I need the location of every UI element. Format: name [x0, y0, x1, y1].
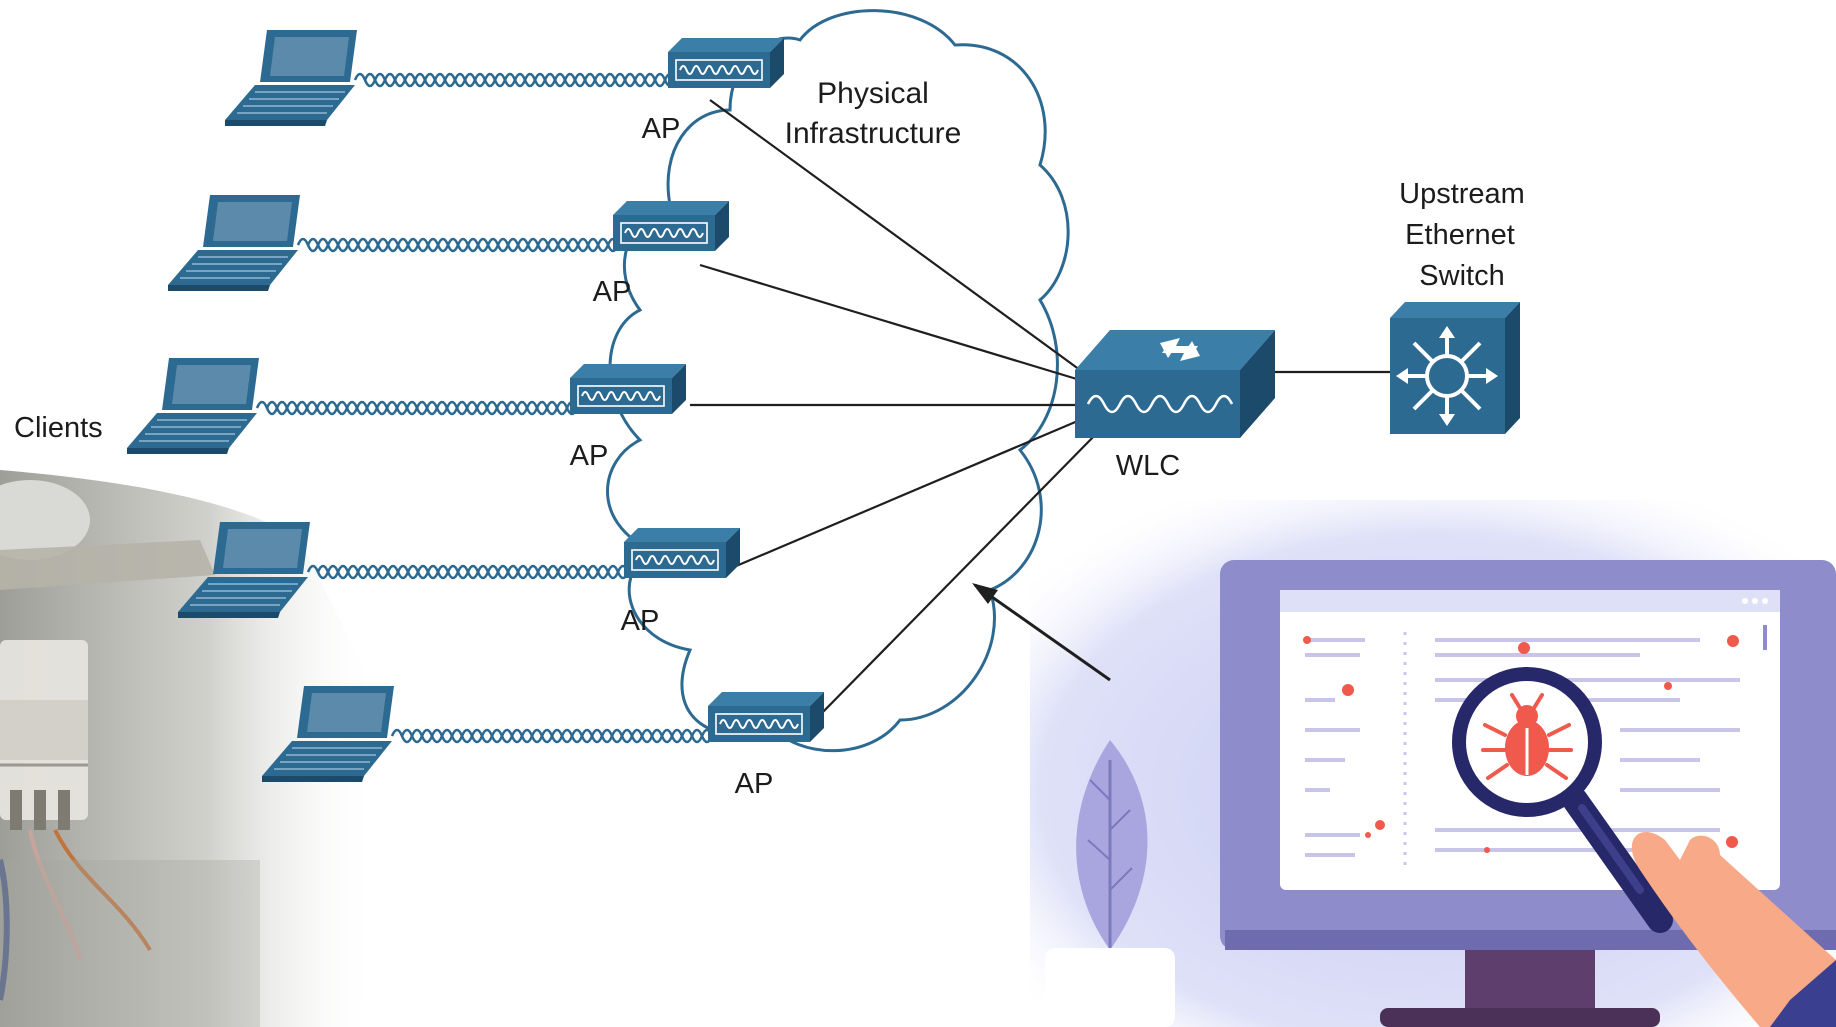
wireless-link-icon: [353, 72, 677, 88]
wlc-label: WLC: [1116, 450, 1180, 482]
pointer-arrow-line: [974, 583, 1111, 682]
wlc-device: [1075, 330, 1275, 438]
ap-label: AP: [593, 276, 632, 308]
access-point-icon: [708, 692, 824, 742]
hardware-photo: [0, 470, 380, 1027]
wlc-wave-icon: [1086, 394, 1234, 414]
cloud-label-line1: Physical: [817, 77, 929, 110]
wire-ap4-wlc: [714, 418, 1081, 577]
laptop-icon: [262, 686, 394, 782]
ap-label: AP: [621, 605, 660, 637]
access-point-icon: [624, 528, 740, 578]
bug-inspection-illustration: [1030, 500, 1836, 1027]
ap-label: AP: [735, 768, 774, 800]
wireless-link-icon: [255, 400, 579, 416]
switch-label-line1: Upstream: [1399, 178, 1525, 210]
access-point-icon: [668, 38, 784, 88]
wlc-arrows-icon: [1160, 338, 1200, 361]
ap-label: AP: [570, 440, 609, 472]
cloud-label-line2: Infrastructure: [785, 117, 962, 150]
bug-icon: [1481, 693, 1573, 780]
ap-label: AP: [642, 113, 681, 145]
wire-ap1-wlc: [709, 99, 1081, 371]
wire-ap5-wlc: [819, 429, 1101, 716]
wireless-link-icon: [296, 237, 620, 253]
laptop-icon: [127, 358, 259, 454]
wireless-link-icon: [390, 728, 714, 744]
wired-links: [690, 99, 1390, 716]
access-point-icon: [613, 201, 729, 251]
pointer-arrowhead: [972, 583, 998, 604]
laptop-icon: [168, 195, 300, 291]
wireless-link-icon: [306, 564, 630, 580]
laptop-icon: [225, 30, 357, 126]
access-point-icon: [570, 364, 686, 414]
laptop-icon: [178, 522, 310, 618]
wire-ap2-wlc: [699, 263, 1081, 382]
switch-arrows-icon: [1400, 330, 1494, 422]
switch-label-line2: Ethernet: [1405, 219, 1515, 251]
switch-label-line3: Switch: [1419, 260, 1504, 292]
upstream-switch-device: [1390, 302, 1520, 434]
clients-label: Clients: [14, 412, 103, 444]
